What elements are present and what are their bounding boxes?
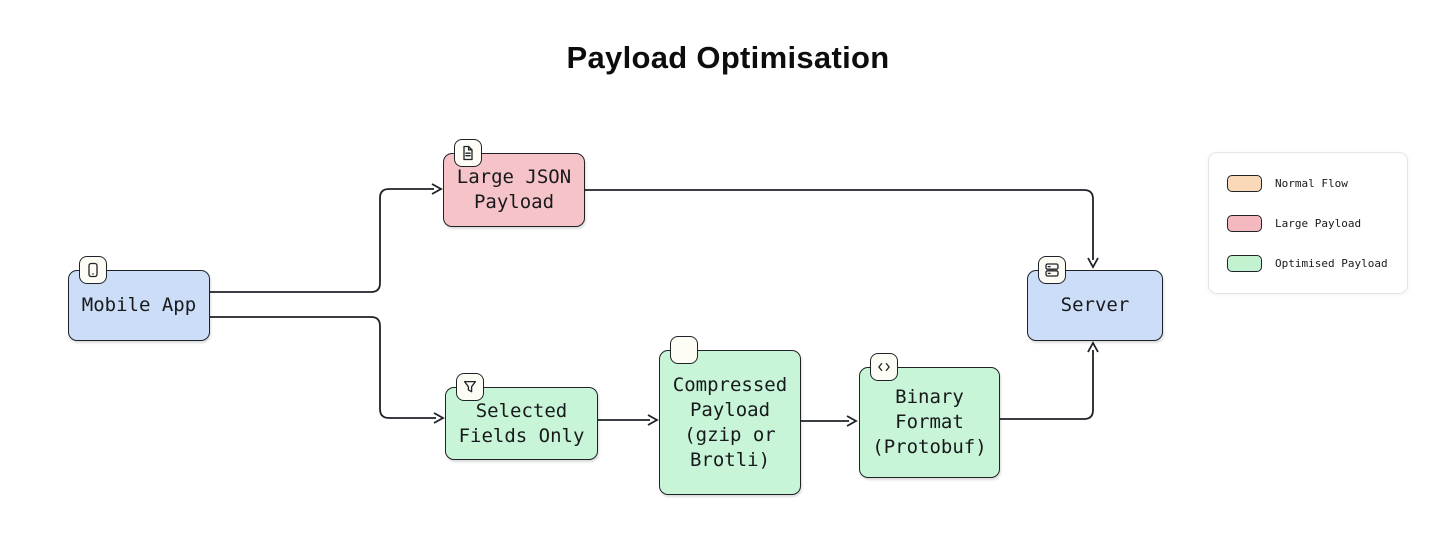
legend-label: Optimised Payload — [1275, 256, 1388, 270]
document-icon — [454, 139, 482, 167]
legend-item-normal-flow: Normal Flow — [1227, 174, 1389, 192]
arrowhead-server-bottom — [1087, 341, 1099, 353]
legend-swatch-optimised-payload — [1227, 254, 1262, 272]
arrowhead-compressed — [647, 414, 659, 426]
node-label: Server — [1060, 294, 1130, 316]
arrowhead-selected-fields — [433, 412, 445, 424]
arrowhead-binary — [846, 415, 858, 427]
node-label: Selected Fields Only — [458, 399, 585, 447]
mobile-icon — [79, 256, 107, 284]
legend-item-optimised-payload: Optimised Payload — [1227, 254, 1389, 272]
legend-label: Normal Flow — [1275, 176, 1348, 190]
arrowhead-server-top — [1087, 257, 1099, 269]
node-label: Compressed Payload (gzip or Brotli) — [672, 373, 788, 471]
filter-icon — [456, 373, 484, 401]
edge-binary-to-server — [1000, 350, 1094, 420]
blank-icon — [670, 336, 698, 364]
node-compressed-payload: Compressed Payload (gzip or Brotli) — [659, 336, 801, 495]
arrowhead-large-json — [431, 183, 443, 195]
edge-mobile-to-selected-fields — [210, 316, 436, 419]
node-label: Binary Format (Protobuf) — [872, 386, 987, 458]
edge-mobile-to-large-json — [210, 188, 434, 293]
server-icon — [1038, 256, 1066, 284]
legend-swatch-normal-flow — [1227, 174, 1262, 192]
edge-large-json-to-server — [585, 189, 1094, 260]
node-large-json-payload: Large JSON Payload — [443, 139, 585, 227]
node-mobile-app: Mobile App — [68, 256, 210, 341]
legend-label: Large Payload — [1275, 216, 1362, 230]
legend-panel: Normal Flow Large Payload Optimised Payl… — [1208, 152, 1408, 294]
diagram-title: Payload Optimisation — [566, 40, 890, 75]
node-label: Mobile App — [81, 294, 197, 316]
legend-item-large-payload: Large Payload — [1227, 214, 1389, 232]
node-server: Server — [1027, 256, 1163, 341]
code-icon — [870, 353, 898, 381]
legend-swatch-large-payload — [1227, 214, 1262, 232]
node-selected-fields-only: Selected Fields Only — [445, 373, 598, 460]
node-label: Large JSON Payload — [456, 166, 572, 213]
node-binary-format: Binary Format (Protobuf) — [859, 353, 1000, 478]
